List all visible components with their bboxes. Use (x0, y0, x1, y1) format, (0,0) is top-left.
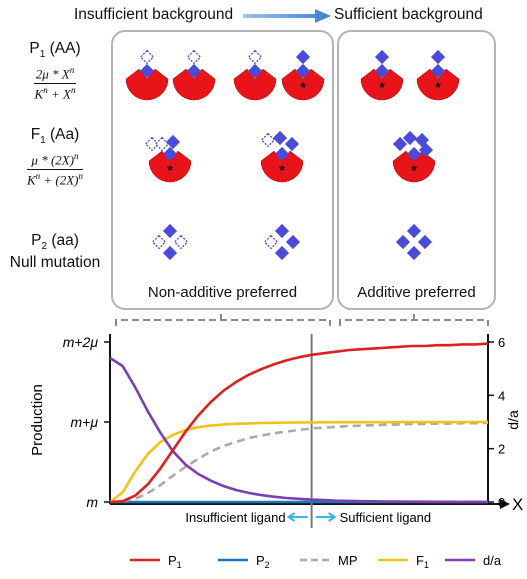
series-line-mp (109, 421, 489, 504)
f1-receptor-3: * (392, 130, 436, 183)
legend-label-p2: P2 (256, 553, 270, 570)
svg-text:*: * (167, 162, 173, 178)
legend-label-f1: F1 (416, 553, 429, 570)
header-sufficient: Sufficient background (334, 6, 483, 23)
y-tick-label: m+μ (70, 414, 98, 430)
svg-text:*: * (411, 162, 417, 178)
svg-text:*: * (379, 79, 385, 95)
genotype-p1-label: P1 (AA) 2μ * Xn Kn + Xn (29, 40, 81, 102)
panel-non-additive-caption: Non-additive preferred (147, 284, 298, 301)
f1-formula: μ * (2X)n Kn + (2X)n (26, 151, 84, 188)
region-label-sufficient: Sufficient ligand (340, 510, 432, 525)
p1-receptor-2 (172, 49, 216, 101)
y-axis-title: Production (29, 384, 46, 456)
series-line-f1 (109, 420, 488, 504)
x-axis-label: X (512, 495, 523, 514)
p1-receptor-4: * (281, 49, 325, 101)
p1-receptor-5: * (360, 49, 404, 101)
p2-ligands-2 (263, 223, 301, 261)
receptor-illustrations: * * * * * * (125, 49, 460, 261)
region-brackets (115, 314, 489, 326)
header-arrow (243, 9, 331, 23)
panel-additive-caption: Additive preferred (357, 284, 476, 301)
p2-ligands-1 (151, 223, 189, 261)
y2-tick-label: 2 (498, 442, 505, 457)
p1-receptor-3 (233, 49, 277, 101)
y2-axis-title: d/a (505, 410, 521, 430)
legend-label-da: d/a (483, 553, 502, 568)
series-line-p1 (109, 342, 489, 504)
y2-tick-label: 6 (498, 335, 505, 350)
y2-tick-label: 4 (498, 388, 505, 403)
y2-tick-label: 0 (498, 495, 505, 510)
y-tick-label: m+2μ (63, 334, 99, 350)
f1-receptor-1: * (144, 134, 192, 183)
arrow-right (315, 512, 337, 522)
genotype-p2-label: P2 (aa) Null mutation (9, 232, 101, 272)
svg-text:*: * (435, 79, 441, 95)
region-label-insufficient: Insufficient ligand (185, 510, 285, 525)
genotype-f1-label: F1 (Aa) μ * (2X)n Kn + (2X)n (26, 126, 84, 188)
svg-text:*: * (279, 162, 285, 178)
p1-receptor-1 (125, 49, 169, 101)
p1-receptor-6: * (416, 49, 460, 101)
header-insufficient: Insufficient background (74, 6, 234, 23)
legend-label-mp: MP (338, 553, 358, 568)
p2-ligands-3 (395, 223, 433, 261)
y-tick-label: m (86, 494, 98, 510)
svg-text:*: * (300, 79, 306, 95)
x-axis-arrowhead (500, 499, 510, 509)
p1-formula: 2μ * Xn Kn + Xn (33, 65, 77, 102)
arrow-left (286, 512, 308, 522)
series-line-da (109, 356, 488, 504)
legend-label-p1: P1 (168, 553, 182, 570)
f1-receptor-2: * (260, 130, 304, 183)
